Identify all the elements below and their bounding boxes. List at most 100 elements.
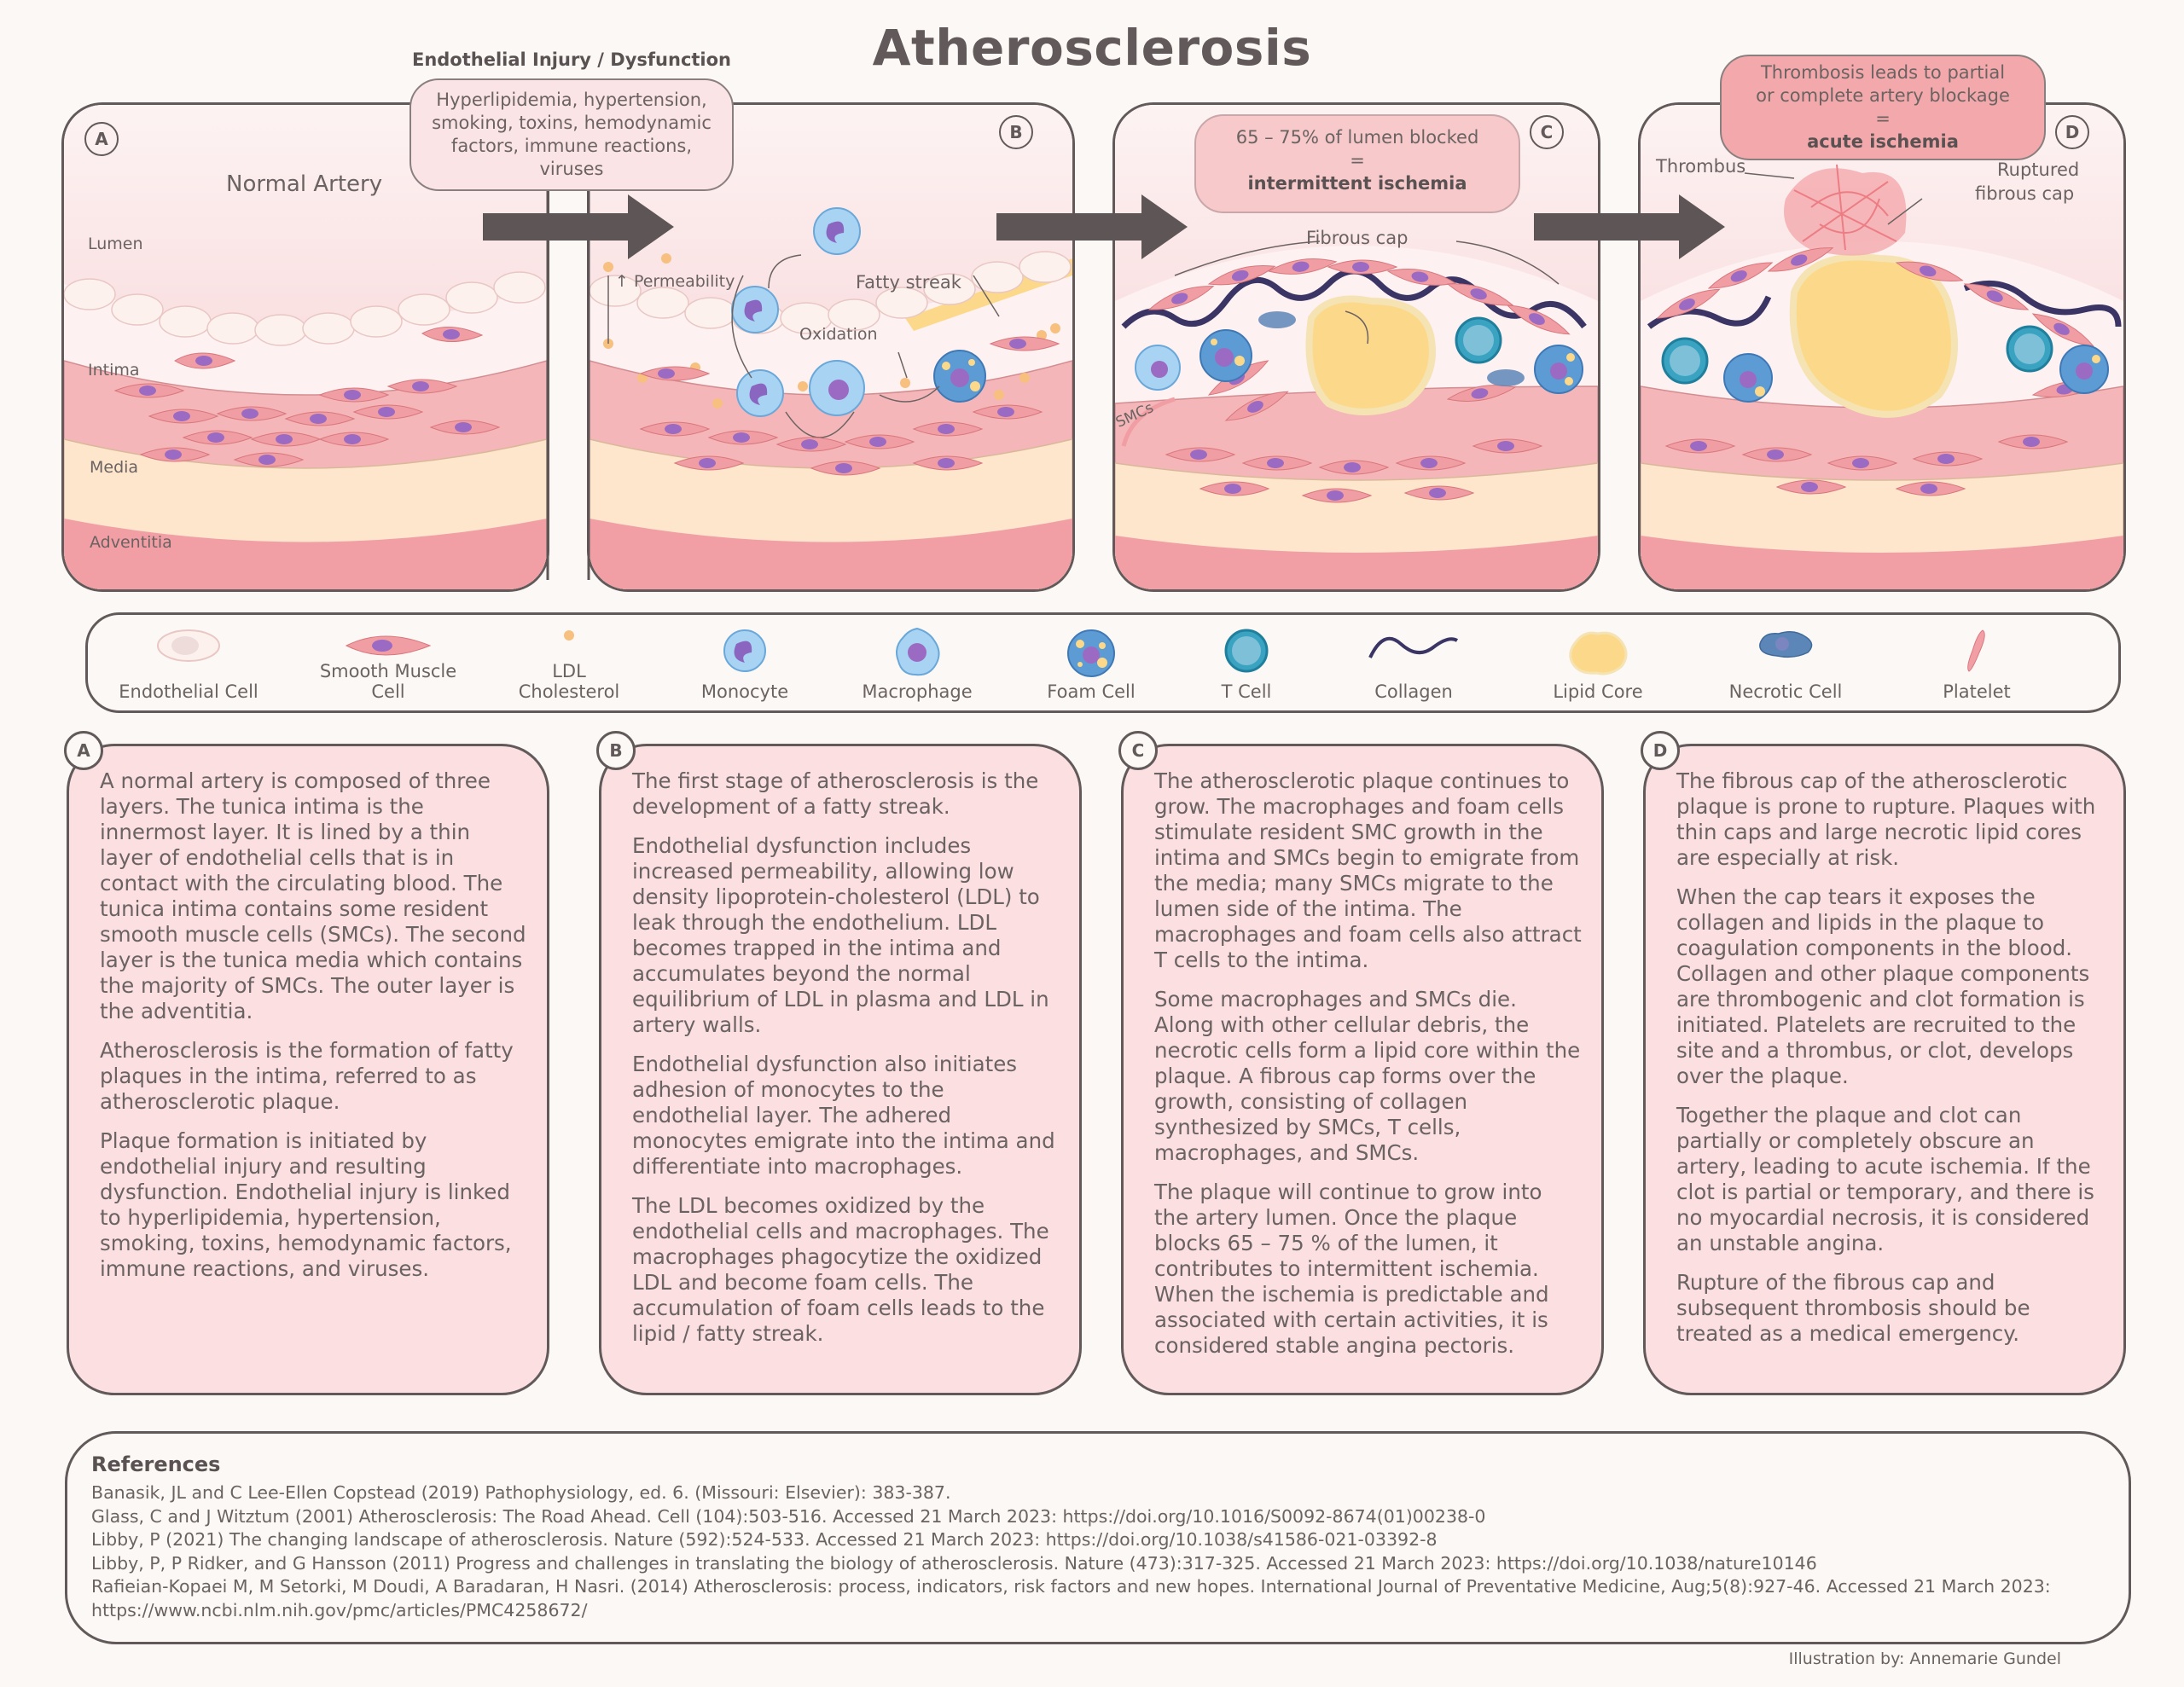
legend-item: Monocyte: [668, 615, 822, 710]
necrotic-cell-icon: [1759, 631, 1813, 658]
legend-label: Foam Cell: [1047, 681, 1136, 702]
artery-cross-section-a: [64, 105, 547, 589]
legend-item: Lipid Core: [1521, 615, 1675, 710]
media-smcs: [113, 379, 501, 467]
macrophage-c: [1135, 345, 1181, 391]
page-title: Atherosclerosis: [872, 19, 1312, 77]
description-paragraph: The first stage of atherosclerosis is th…: [632, 768, 1039, 819]
smooth-muscle-cell-icon: [345, 635, 432, 656]
description-paragraph: Endothelial dysfunction includes increas…: [632, 833, 1049, 1037]
legend-label-line: Cholesterol: [518, 681, 620, 702]
monocytes: [731, 207, 861, 417]
legend-label-line: LDL: [552, 661, 586, 681]
legend-item: Endothelial Cell: [112, 615, 265, 710]
description-box-a: A A normal artery is composed of three l…: [64, 731, 549, 1395]
legend-item: Platelet: [1900, 615, 2053, 710]
panel-d-rupture-thrombosis: D Thrombus Ruptured fibrous cap: [1638, 102, 2126, 592]
endothelial-layer: [64, 271, 546, 346]
risk-factors-line: smoking, toxins, hemodynamic: [432, 113, 712, 133]
fibrous-cap-smcs: [1147, 258, 1571, 503]
platelet-icon: [1967, 629, 1985, 672]
fibrous-cap-label: Fibrous cap: [1306, 228, 1409, 248]
legend-label: Monocyte: [700, 681, 789, 702]
lumen-label: Lumen: [88, 235, 143, 253]
description-paragraph: Rupture of the fibrous cap and subsequen…: [1676, 1270, 2030, 1346]
description-badge-c: C: [1118, 731, 1158, 770]
adventitia-label: Adventitia: [90, 533, 172, 552]
legend-label: Endothelial Cell: [119, 681, 258, 702]
description-paragraph: The atherosclerotic plaque continues to …: [1154, 768, 1582, 972]
reference-item: Libby, P (2021) The changing landscape o…: [91, 1529, 1438, 1550]
reference-item: Banasik, JL and C Lee-Ellen Copstead (20…: [91, 1482, 951, 1503]
callout-line: =: [1875, 108, 1891, 129]
foam-cell-icon: [1067, 629, 1115, 677]
legend-label: Necrotic Cell: [1728, 681, 1843, 702]
illustration-credit: Illustration by: Annemarie Gundel: [1788, 1649, 2061, 1668]
description-box-b: B The first stage of atherosclerosis is …: [596, 731, 1082, 1395]
ruptured-label: Ruptured: [1997, 159, 2080, 180]
description-box-c: C The atherosclerotic plaque continues t…: [1118, 731, 1604, 1395]
risk-factors-line: Hyperlipidemia, hypertension,: [436, 90, 707, 110]
t-cells-d: [1661, 325, 2053, 385]
description-paragraph: Some macrophages and SMCs die. Along wit…: [1154, 987, 1581, 1165]
risk-factors-callout: Hyperlipidemia, hypertension, smoking, t…: [410, 78, 734, 191]
artery-cross-section-d: [1641, 105, 2123, 589]
artery-cross-section-b: [590, 105, 1072, 589]
description-paragraph: When the cap tears it exposes the collag…: [1676, 884, 2090, 1088]
macrophage-icon: [896, 627, 940, 676]
callout-emphasis: intermittent ischemia: [1247, 173, 1467, 194]
callout-line: Thrombosis leads to partial: [1760, 62, 2006, 83]
endothelial-cell-icon: [157, 629, 220, 662]
description-badge-d: D: [1641, 731, 1680, 770]
ldl-particles: [603, 253, 1060, 409]
risk-factors-line: viruses: [539, 159, 604, 179]
fibrous-cap-label-d: fibrous cap: [1975, 183, 2075, 204]
smooth-muscle-cells: [174, 326, 484, 369]
t-cell-c: [1455, 316, 1502, 364]
legend-label: Smooth Muscle Cell: [319, 661, 457, 702]
legend-label: Lipid Core: [1553, 681, 1643, 702]
callout-emphasis: acute ischemia: [1807, 131, 1959, 152]
panel-badge-d: D: [2055, 115, 2089, 149]
legend-label: T Cell: [1221, 681, 1272, 702]
intima-label: Intima: [88, 361, 140, 380]
description-paragraph: The fibrous cap of the atherosclerotic p…: [1676, 768, 2096, 870]
reference-item: Rafieian-Kopaei M, M Setorki, M Doudi, A…: [91, 1576, 2051, 1620]
reference-item: Glass, C and J Witztum (2001) Atheroscle…: [91, 1505, 1486, 1527]
oxidation-label: Oxidation: [799, 325, 878, 344]
macrophage: [809, 360, 865, 416]
thrombus-label: Thrombus: [1656, 156, 1746, 177]
lipid-core: [1305, 295, 1436, 415]
fatty-streak-label: Fatty streak: [856, 272, 961, 293]
necrotic-cells-c: [1258, 311, 1525, 386]
endothelial-injury-heading: Endothelial Injury / Dysfunction: [411, 49, 732, 70]
intermittent-ischemia-callout: 65 – 75% of lumen blocked = intermittent…: [1194, 114, 1520, 213]
monocyte-icon: [723, 629, 766, 672]
description-paragraph: Endothelial dysfunction also initiates a…: [632, 1052, 1055, 1179]
references-box: References Banasik, JL and C Lee-Ellen C…: [65, 1431, 2131, 1644]
legend-label: Platelet: [1943, 681, 2011, 702]
permeability-label: ↑ Permeability: [615, 272, 735, 291]
legend-item: Smooth Muscle Cell: [311, 615, 465, 710]
panel-b-fatty-streak: B ↑ Permeability Fatty streak Oxidation: [587, 102, 1075, 592]
description-badge-b: B: [596, 731, 636, 770]
legend-item: Necrotic Cell: [1709, 615, 1862, 710]
reference-item: Libby, P, P Ridker, and G Hansson (2011)…: [91, 1552, 1817, 1574]
media-label: Media: [90, 458, 139, 477]
panel-badge-c: C: [1530, 115, 1564, 149]
risk-factors-line: factors, immune reactions,: [450, 136, 693, 156]
description-paragraph: A normal artery is composed of three lay…: [100, 768, 526, 1023]
description-paragraph: Plaque formation is initiated by endothe…: [100, 1128, 512, 1281]
description-paragraph: Together the plaque and clot can partial…: [1676, 1103, 2094, 1255]
foam-cell: [933, 350, 986, 403]
description-paragraph: The LDL becomes oxidized by the endothel…: [632, 1193, 1049, 1346]
panel-badge-b: B: [999, 115, 1033, 149]
t-cell-icon: [1224, 629, 1269, 673]
acute-ischemia-callout: Thrombosis leads to partial or complete …: [1720, 55, 2046, 160]
callout-line: =: [1350, 150, 1365, 171]
lipid-core-d: [1789, 253, 1958, 418]
collagen-icon: [1368, 636, 1459, 658]
legend-item: Foam Cell: [1014, 615, 1168, 710]
